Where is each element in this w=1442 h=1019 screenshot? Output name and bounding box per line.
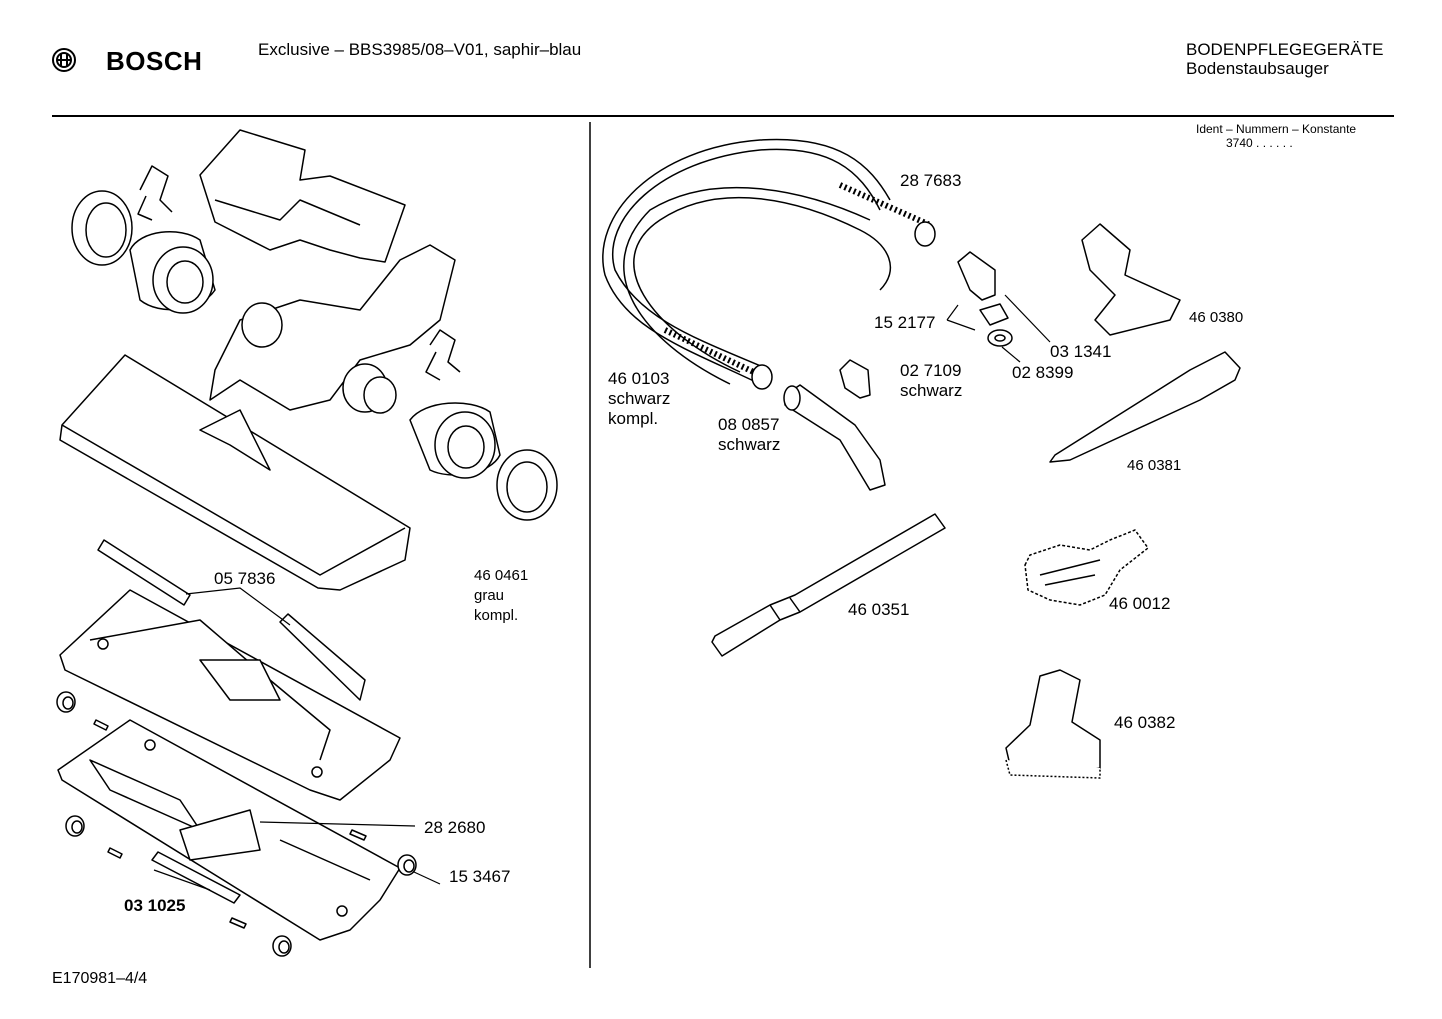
sole-plate-lower <box>57 719 401 941</box>
dusting-brush-part <box>1024 529 1149 606</box>
hose-handle-part <box>783 384 886 491</box>
extension-tube-part <box>711 513 946 657</box>
hose-clip-part <box>839 359 871 399</box>
part-label-028399: 02 8399 <box>1012 363 1074 382</box>
hose-connector-part <box>957 251 1013 347</box>
part-label-460103: 46 0103 schwarz kompl. <box>608 369 671 428</box>
subcategory-title: Bodenstaubsauger <box>1186 59 1329 78</box>
suction-hose-part <box>602 138 932 385</box>
part-label-460461: 46 0461 grau kompl. <box>474 567 529 624</box>
part-label-282680: 28 2680 <box>424 818 486 837</box>
page-title: Exclusive – BBS3985/08–V01, saphir–blau <box>258 40 582 59</box>
ident-title: Ident – Nummern – Konstante <box>1196 122 1357 136</box>
document-id: E170981–4/4 <box>52 970 148 987</box>
wheel-ring-part <box>71 190 133 266</box>
part-label-031341: 03 1341 <box>1050 342 1112 361</box>
part-label-152177: 15 2177 <box>874 313 936 332</box>
category-title: BODENPFLEGEGERÄTE <box>1186 40 1384 59</box>
part-label-460351: 46 0351 <box>848 600 910 619</box>
nozzle-cover-plate <box>199 129 406 263</box>
clip-part <box>137 165 461 381</box>
part-label-080857: 08 0857 schwarz <box>718 415 781 454</box>
furniture-brush-part <box>1005 669 1101 779</box>
part-label-460012: 46 0012 <box>1109 594 1171 613</box>
part-label-031025: 03 1025 <box>124 896 186 915</box>
wheel-roller-part <box>129 230 216 314</box>
leader-lines <box>153 294 1051 891</box>
part-label-460381: 46 0381 <box>1127 457 1182 474</box>
sealing-strip-part <box>97 539 366 701</box>
sole-plate-upper <box>59 589 401 801</box>
brand-logo-text: BOSCH <box>106 46 203 76</box>
wheel-roller-part-right <box>409 402 501 479</box>
swivel-joint-part <box>209 244 456 414</box>
part-label-057836: 05 7836 <box>214 569 276 588</box>
nozzle-housing <box>59 354 411 591</box>
part-label-027109: 02 7109 schwarz <box>900 361 963 400</box>
ident-value: 3740 . . . . . . <box>1226 136 1293 150</box>
roller-pin-part <box>56 691 417 957</box>
hose-cuff-part <box>751 221 936 390</box>
upholstery-nozzle-part <box>1081 223 1181 336</box>
part-label-460382: 46 0382 <box>1114 713 1176 732</box>
part-label-287683: 28 7683 <box>900 171 962 190</box>
crevice-tool-part <box>1049 351 1241 463</box>
wheel-ring-part-right <box>496 449 558 521</box>
bosch-logo-icon <box>52 48 76 72</box>
part-label-153467: 15 3467 <box>449 867 511 886</box>
part-label-460380: 46 0380 <box>1189 309 1244 326</box>
